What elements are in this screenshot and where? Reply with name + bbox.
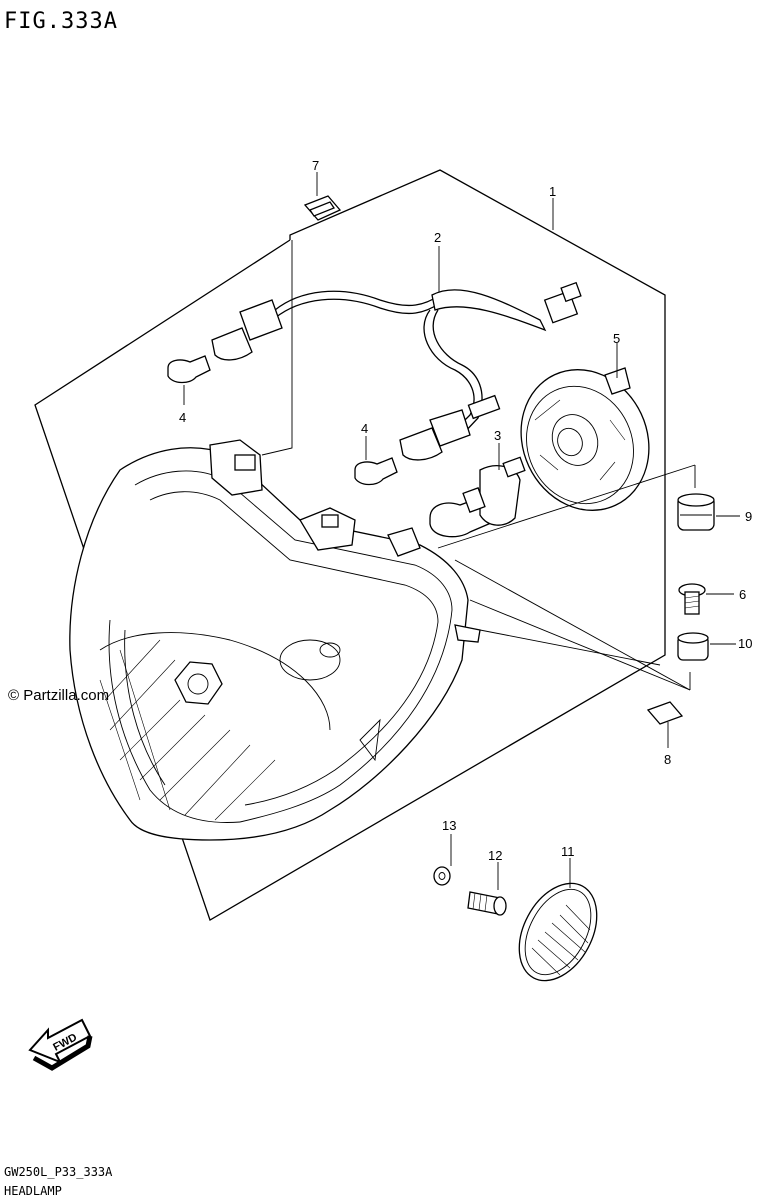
callout-4-right: 4 [361, 421, 368, 436]
fwd-arrow-icon: FWD [28, 1018, 93, 1071]
figure-name: HEADLAMP [4, 1184, 62, 1198]
callout-6: 6 [739, 587, 746, 602]
callout-13: 13 [442, 818, 456, 833]
callout-8: 8 [664, 752, 671, 767]
figure-code: GW250L_P33_333A [4, 1165, 113, 1179]
callout-2: 2 [434, 230, 441, 245]
callout-5: 5 [613, 331, 620, 346]
screw [678, 583, 706, 615]
headlamp-bulb [429, 456, 526, 538]
cushion-lower [677, 632, 709, 661]
clip-nut-lower [646, 701, 684, 725]
washer [433, 866, 451, 886]
callout-10: 10 [738, 636, 752, 651]
wiring-harness [211, 281, 582, 461]
callout-1: 1 [549, 184, 556, 199]
callout-7: 7 [312, 158, 319, 173]
position-bulb-right [354, 457, 398, 486]
bulb-dust-cover [520, 367, 650, 511]
figure-title: FIG.333A [4, 9, 118, 34]
callout-9: 9 [745, 509, 752, 524]
callout-3: 3 [494, 428, 501, 443]
clip-nut [303, 195, 342, 221]
callout-11: 11 [561, 844, 575, 859]
watermark: © Partzilla.com [8, 687, 109, 704]
callout-12: 12 [488, 848, 502, 863]
cushion [677, 493, 715, 531]
adjusting-bolt [467, 891, 507, 916]
leader-lines [183, 172, 740, 890]
callout-4-left: 4 [179, 410, 186, 425]
reflex-reflector [518, 882, 598, 982]
position-bulb-left [167, 355, 211, 384]
headlamp-housing [69, 439, 481, 841]
